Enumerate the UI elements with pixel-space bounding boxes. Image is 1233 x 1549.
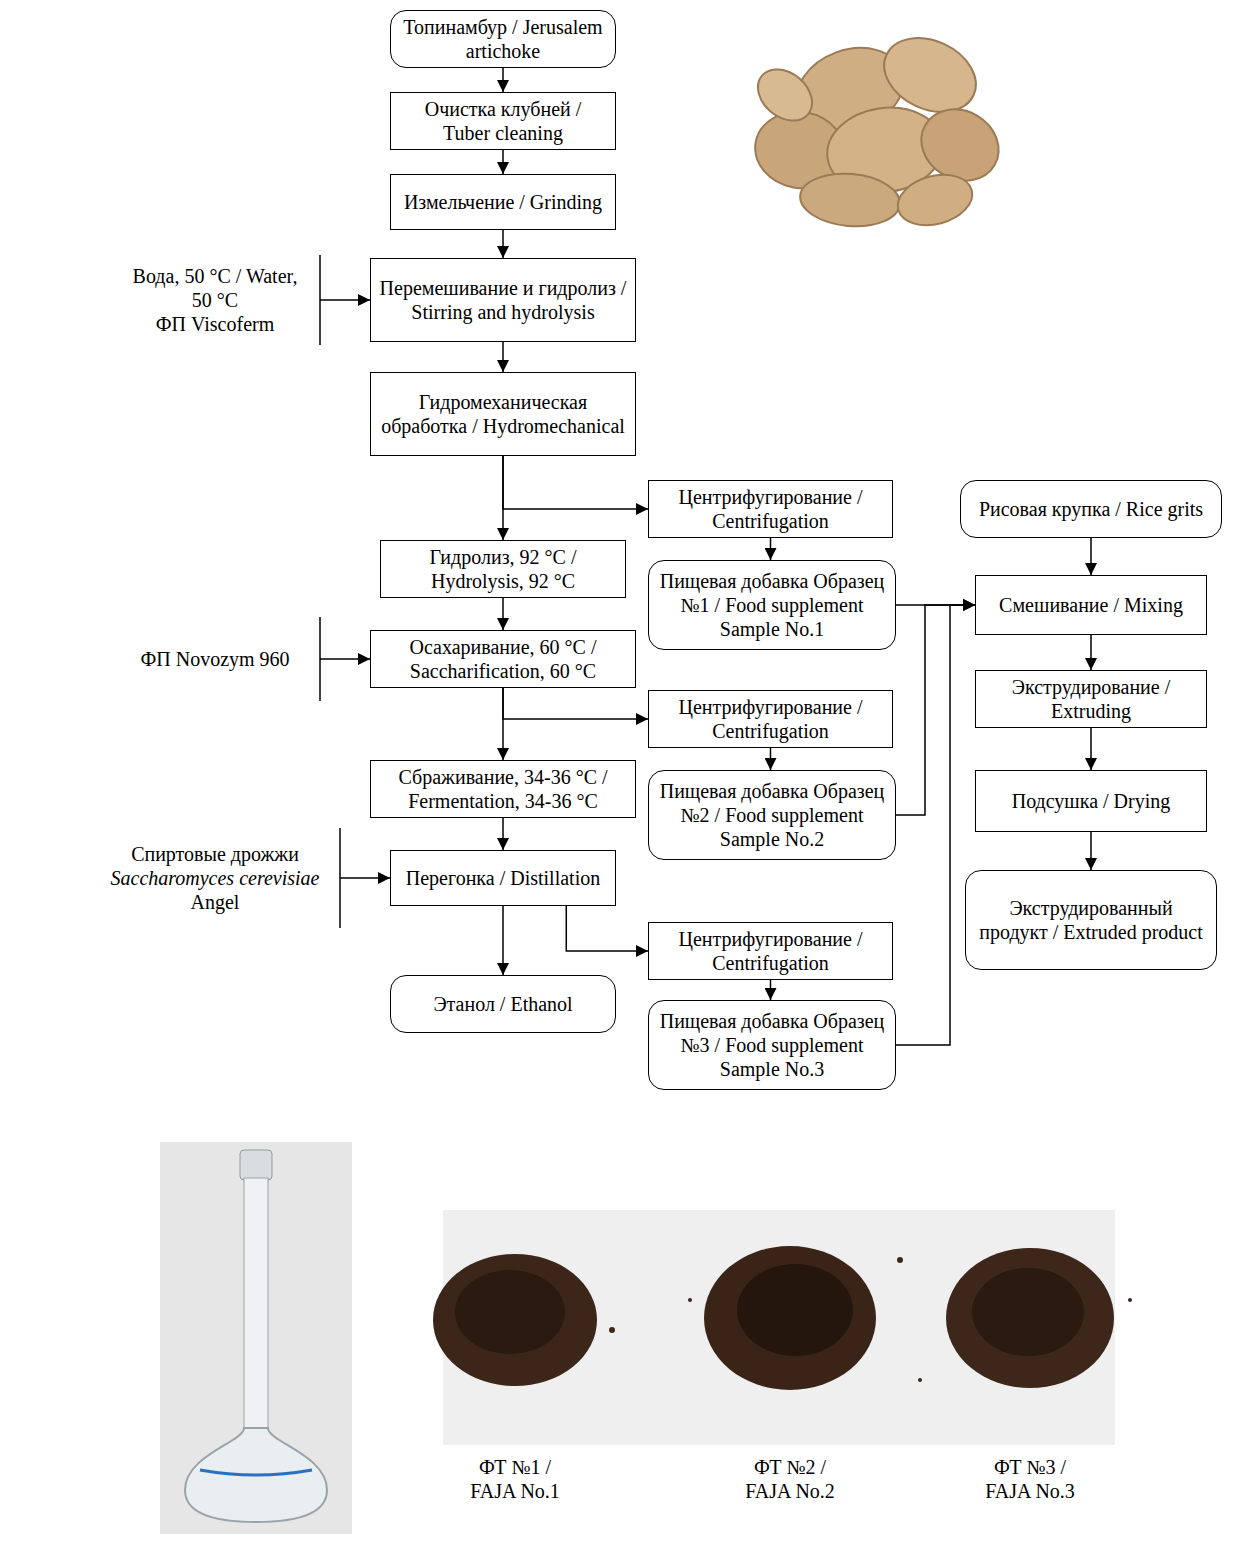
node-text: Центрифугирование / Centrifugation: [657, 927, 884, 975]
terminal-box: Топинамбур / Jerusalem artichoke: [390, 10, 616, 68]
flask-stopper: [240, 1150, 272, 1180]
flask-mark: [200, 1470, 312, 1475]
powder-speck: [918, 1378, 922, 1382]
flask-neck: [244, 1178, 268, 1430]
flow-arrow: [502, 598, 504, 630]
node-text: Пищевая добавка Образец №1 / Food supple…: [657, 569, 887, 641]
flow-arrow: [502, 68, 504, 92]
flow-arrow: [1090, 832, 1092, 870]
input-label: Вода, 50 °C / Water, 50 °C: [130, 264, 300, 312]
flow-arrow: [770, 980, 772, 1000]
node-text: Осахаривание, 60 °C / Saccharification, …: [379, 635, 627, 683]
flow-arrow: [1090, 538, 1092, 575]
node-text: Сбраживание, 34-36 °C / Fermentation, 34…: [379, 765, 627, 813]
powder-pile: [737, 1264, 853, 1356]
terminal-box: Этанол / Ethanol: [390, 975, 616, 1033]
input-label: ФП Viscoferm: [130, 312, 300, 336]
node-text: Центрифугирование / Centrifugation: [657, 485, 884, 533]
process-box: Перегонка / Distillation: [390, 850, 616, 906]
tuber: [748, 59, 822, 131]
flow-arrow: [503, 688, 648, 719]
node-text: Экструдированный продукт / Extruded prod…: [974, 896, 1208, 944]
node-text: Перегонка / Distillation: [406, 866, 600, 890]
process-box: Гидромеханическая обработка / Hydromecha…: [370, 372, 636, 456]
flow-arrow: [770, 538, 772, 560]
flow-arrow: [896, 605, 975, 815]
tuber: [798, 170, 902, 231]
process-box: Осахаривание, 60 °C / Saccharification, …: [370, 630, 636, 688]
input-arrow: [320, 299, 370, 301]
node-text: Гидролиз, 92 °C / Hydrolysis, 92 °C: [389, 545, 617, 593]
powder-speck: [1128, 1298, 1132, 1302]
flow-arrow: [566, 906, 648, 951]
process-box: Центрифугирование / Centrifugation: [648, 922, 893, 980]
flow-arrow: [770, 748, 772, 770]
input-label: Спиртовые дрожжи: [100, 842, 330, 866]
process-box: Измельчение / Grinding: [390, 174, 616, 230]
photo-background: [160, 1142, 352, 1534]
flow-arrow: [503, 456, 648, 509]
powder-photo: [433, 1210, 1132, 1445]
flow-arrow: [502, 150, 504, 174]
input-arrow: [320, 658, 370, 660]
node-text: Рисовая крупка / Rice grits: [979, 497, 1203, 521]
powder-pile: [946, 1248, 1114, 1388]
node-text: Перемешивание и гидролиз / Stirring and …: [379, 276, 627, 324]
terminal-box: Пищевая добавка Образец №2 / Food supple…: [648, 770, 896, 860]
process-box: Сбраживание, 34-36 °C / Fermentation, 34…: [370, 760, 636, 818]
input-label: Angel: [100, 890, 330, 914]
powder-pile: [455, 1270, 565, 1354]
terminal-box: Пищевая добавка Образец №1 / Food supple…: [648, 560, 896, 650]
photo-caption: ФТ №3 / FAJA No.3: [975, 1455, 1085, 1503]
flow-arrow: [502, 230, 504, 258]
flow-arrow: [502, 688, 504, 760]
flow-arrow: [502, 342, 504, 372]
node-text: Экструдирование / Extruding: [984, 675, 1198, 723]
node-text: Этанол / Ethanol: [433, 992, 572, 1016]
flask-bulb: [185, 1428, 327, 1522]
process-box: Перемешивание и гидролиз / Stirring and …: [370, 258, 636, 342]
node-text: Гидромеханическая обработка / Hydromecha…: [379, 390, 627, 438]
input-label: Saccharomyces cerevisiae: [100, 866, 330, 890]
powder-pile: [972, 1268, 1084, 1356]
powder-pile: [433, 1254, 597, 1386]
powder-speck: [609, 1327, 615, 1333]
photo-background: [443, 1210, 1115, 1445]
process-box: Смешивание / Mixing: [975, 575, 1207, 635]
node-text: Топинамбур / Jerusalem artichoke: [399, 15, 607, 63]
flow-arrow: [502, 906, 504, 975]
node-text: Пищевая добавка Образец №3 / Food supple…: [657, 1009, 887, 1081]
flow-arrow: [502, 818, 504, 850]
tuber: [892, 167, 978, 233]
process-box: Центрифугирование / Centrifugation: [648, 480, 893, 538]
terminal-box: Рисовая крупка / Rice grits: [960, 480, 1222, 538]
node-text: Подсушка / Drying: [1012, 789, 1171, 813]
photo-caption: ФТ №1 / FAJA No.1: [460, 1455, 570, 1503]
tuber-photo: [748, 24, 1012, 233]
node-text: Очистка клубней / Tuber cleaning: [399, 97, 607, 145]
flask-photo: [160, 1142, 352, 1534]
terminal-box: Пищевая добавка Образец №3 / Food supple…: [648, 1000, 896, 1090]
flow-arrow: [1090, 635, 1092, 670]
powder-speck: [897, 1257, 903, 1263]
node-text: Смешивание / Mixing: [999, 593, 1183, 617]
node-text: Пищевая добавка Образец №2 / Food supple…: [657, 779, 887, 851]
flow-arrow: [502, 456, 504, 540]
process-box: Гидролиз, 92 °C / Hydrolysis, 92 °C: [380, 540, 626, 598]
process-box: Экструдирование / Extruding: [975, 670, 1207, 728]
node-text: Центрифугирование / Centrifugation: [657, 695, 884, 743]
input-label: ФП Novozym 960: [125, 647, 305, 671]
powder-pile: [704, 1246, 876, 1390]
flow-arrow: [896, 605, 975, 1045]
input-arrow: [340, 877, 390, 879]
process-box: Подсушка / Drying: [975, 770, 1207, 832]
photo-caption: ФТ №2 / FAJA No.2: [735, 1455, 845, 1503]
node-text: Измельчение / Grinding: [404, 190, 602, 214]
powder-speck: [688, 1298, 692, 1302]
flow-arrow: [1090, 728, 1092, 770]
terminal-box: Экструдированный продукт / Extruded prod…: [965, 870, 1217, 970]
process-box: Очистка клубней / Tuber cleaning: [390, 92, 616, 150]
process-box: Центрифугирование / Centrifugation: [648, 690, 893, 748]
